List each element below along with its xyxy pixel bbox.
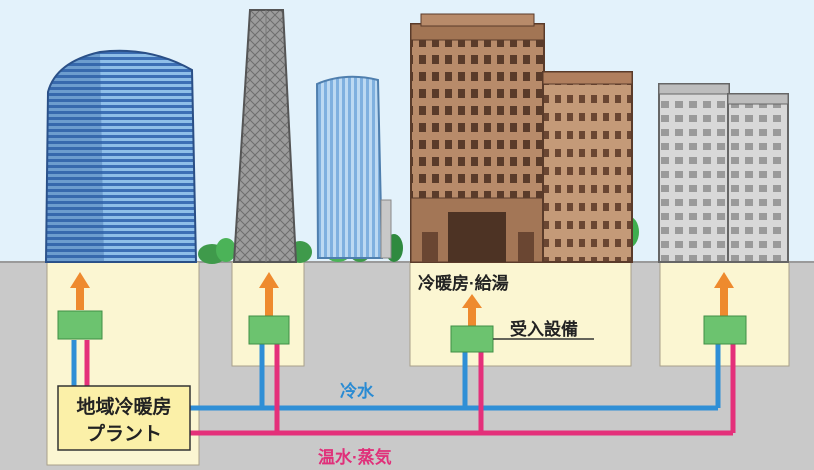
plant-box	[57, 385, 191, 451]
label-receiving-equipment: 受入設備	[510, 319, 578, 339]
label-plant-line2: プラント	[86, 422, 162, 445]
brown-hotel-building	[410, 13, 633, 263]
office-building-blue	[44, 49, 198, 263]
supply-arrows	[70, 272, 734, 326]
label-hot-water-steam: 温水·蒸気	[318, 447, 392, 467]
basement-box-3	[409, 261, 632, 367]
label-heating-cooling-hot-water: 冷暖房·給湯	[418, 273, 509, 293]
label-plant-line1: 地域冷暖房	[76, 395, 171, 418]
apartment-building-gray	[658, 83, 789, 263]
lattice-tower	[232, 9, 298, 263]
receiving-equipment-units	[57, 310, 747, 353]
label-cold-water: 冷水	[340, 381, 375, 401]
hot-water-steam-pipe	[84, 340, 736, 436]
glass-tower	[315, 75, 392, 259]
